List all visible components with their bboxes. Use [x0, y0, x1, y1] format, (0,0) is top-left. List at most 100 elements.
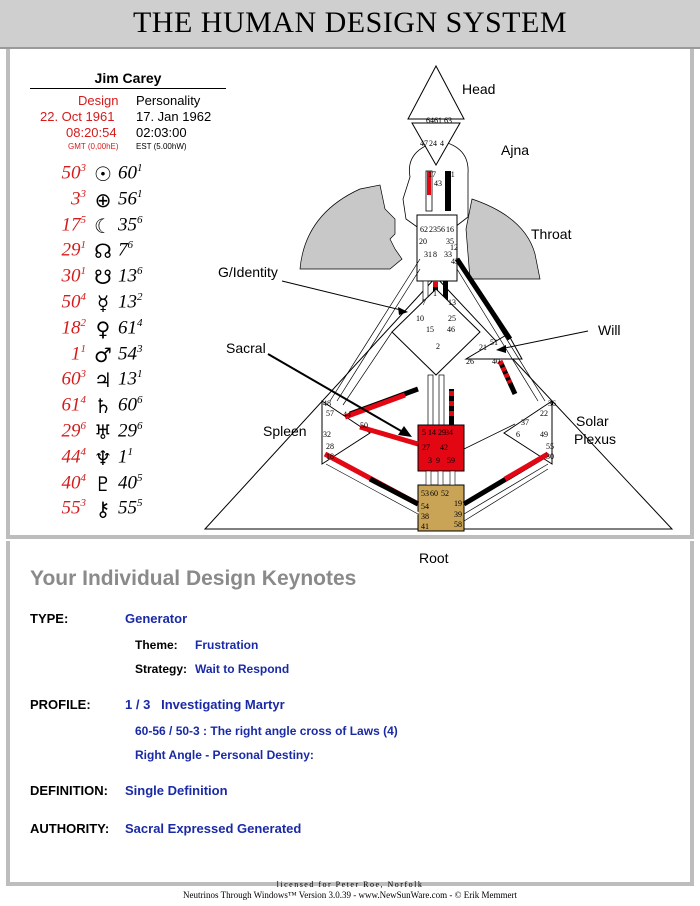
gate-number: 19 [454, 499, 462, 508]
venus-icon: ♀ [95, 316, 111, 341]
gate-number: 10 [416, 314, 424, 323]
keynotes-title: Your Individual Design Keynotes [30, 567, 357, 590]
gate-number: 4 [440, 139, 444, 148]
design-label: Design [78, 93, 119, 108]
bodygraph: Head Ajna Throat G/Identity Will Sacral … [203, 64, 674, 566]
gate-number: 34 [445, 428, 453, 437]
gate-number: 20 [419, 237, 427, 246]
channel-29-46-red1 [449, 391, 454, 396]
gate-number: 61 [434, 116, 442, 125]
gate-number: 41 [421, 522, 429, 531]
arrow-will-head [496, 345, 506, 353]
definition-value: Single Definition [125, 783, 228, 798]
planet-row: 603♃131 [30, 368, 180, 392]
gate-number: 49 [540, 430, 548, 439]
channel-29-46-red2 [449, 401, 454, 406]
mars-icon: ♂ [94, 342, 112, 367]
design-date: 22. Oct 1961 [40, 109, 115, 124]
gate-number: 56 [437, 225, 445, 234]
gate-number: 33 [444, 250, 452, 259]
earth-icon: ⊕ [94, 187, 112, 212]
planet-row: 444♆11 [30, 446, 180, 470]
gate-number: 50 [360, 421, 368, 430]
gate-number: 53 [421, 489, 429, 498]
gate-number: 26 [466, 357, 474, 366]
theme-label: Theme: [135, 638, 178, 652]
gate-number: 37 [521, 418, 529, 427]
gate-number: 55 [546, 442, 554, 451]
gate-number: 39 [454, 510, 462, 519]
cross-line: 60-56 / 50-3 : The right angle cross of … [135, 724, 398, 738]
chiron-icon: ⚷ [95, 497, 111, 522]
gate-number: 64 [426, 116, 434, 125]
planet-row: 33⊕561 [30, 188, 180, 212]
license-text: licensed for Peter Roe, Norfolk [276, 880, 424, 889]
gate-number: 42 [440, 443, 448, 452]
channel-19-49-design [503, 451, 550, 482]
channel-59-6 [463, 423, 516, 450]
g-center [391, 288, 481, 376]
design-time: 08:20:54 [66, 125, 117, 140]
personality-gate: 555 [118, 497, 143, 519]
gate-number: 24 [429, 139, 437, 148]
label-plexus: Plexus [574, 431, 616, 447]
gate-number: 32 [323, 430, 331, 439]
gate-number: 22 [540, 409, 548, 418]
personality-time: 02:03:00 [136, 125, 187, 140]
personality-gate: 132 [118, 291, 143, 313]
gate-number: 62 [420, 225, 428, 234]
personality-zone: EST (5.00hW) [136, 142, 187, 151]
personality-gate: 561 [118, 187, 143, 210]
personality-label: Personality [136, 93, 201, 108]
design-gate: 11 [71, 342, 86, 364]
header-bar: THE HUMAN DESIGN SYSTEM [0, 0, 700, 49]
gate-number: 28 [326, 442, 334, 451]
planet-row: 614♄606 [30, 394, 180, 418]
planet-row: 291☊76 [30, 239, 180, 263]
design-zone: GMT (0,00hE) [68, 142, 119, 151]
design-gate: 444 [61, 445, 87, 468]
planet-row: 553⚷555 [30, 497, 180, 521]
mercury-icon: ☿ [96, 291, 110, 315]
definition-label: DEFINITION: [30, 783, 108, 798]
credits-text: Neutrinos Through Windows™ Version 3.0.3… [183, 890, 517, 900]
gate-number: 6 [516, 430, 520, 439]
channel-18-58-black [368, 476, 420, 507]
arrow-g-head [398, 307, 408, 315]
gate-number: 1 [433, 289, 437, 298]
channel-28-38-outline [325, 463, 419, 515]
design-gate: 504 [61, 291, 87, 313]
strategy-value: Wait to Respond [195, 662, 290, 676]
label-spleen: Spleen [263, 423, 307, 439]
south-node-icon: ☋ [94, 265, 112, 290]
uranus-icon: ♅ [94, 420, 112, 444]
head-center [407, 64, 465, 120]
channel-11-56 [445, 171, 451, 211]
channel-35-36 [456, 258, 546, 402]
gate-number: 47 [420, 139, 428, 148]
gate-number: 38 [421, 512, 429, 521]
gate-number: 30 [546, 452, 554, 461]
moon-icon: ☾ [94, 213, 112, 238]
design-gate: 175 [61, 213, 87, 235]
channel-60-3 [437, 470, 444, 486]
gate-number: 9 [436, 456, 440, 465]
personality-gate: 601 [118, 162, 143, 184]
gate-number: 7 [422, 298, 426, 307]
channel-16-48 [329, 258, 421, 402]
design-gate: 404 [61, 471, 87, 493]
gate-number: 15 [426, 325, 434, 334]
design-gate: 182 [61, 316, 87, 339]
planet-row: 504 ☿ 132 [30, 291, 180, 315]
gate-number: 57 [326, 409, 334, 418]
label-ajna: Ajna [501, 142, 529, 158]
channel-29-46 [449, 389, 454, 425]
north-node-icon: ☊ [94, 239, 112, 264]
channel-29-46-red3 [449, 411, 454, 416]
gate-number: 35 [446, 237, 454, 246]
